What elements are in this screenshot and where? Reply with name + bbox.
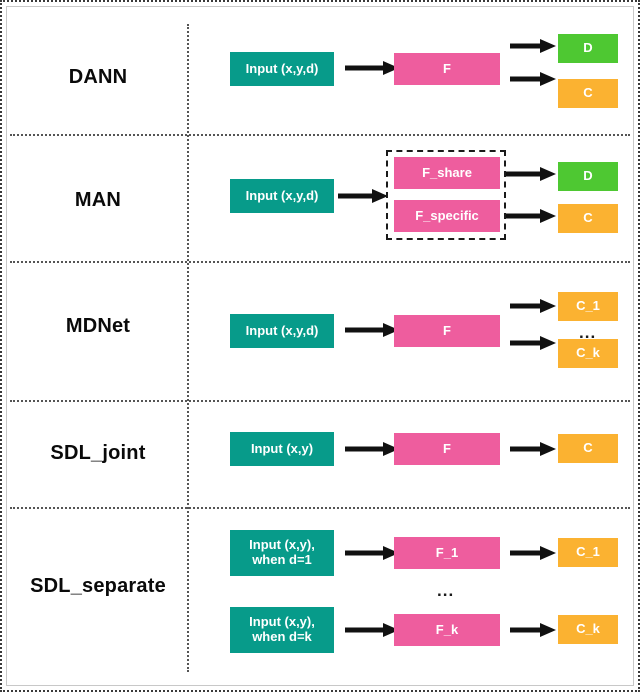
node-label: D	[583, 168, 593, 184]
row-label-man: MAN	[74, 189, 122, 211]
node-mdnet-feature: F	[394, 315, 500, 347]
arrow-mdnet-f-to-c1	[510, 299, 556, 313]
node-sdlsep-feature-first: F_1	[394, 537, 500, 569]
mdnet-ellipsis: ...	[579, 323, 597, 342]
node-dann-input: Input (x,y,d)	[230, 52, 334, 86]
node-sdlsep-input-last: Input (x,y), when d=k	[230, 607, 334, 653]
arrow-sdlsep-input1-to-f1	[345, 546, 399, 560]
row-divider-1	[10, 134, 630, 136]
node-label: F	[443, 322, 451, 338]
node-label: Input (x,y), when d=1	[249, 537, 315, 567]
node-man-input: Input (x,y,d)	[230, 179, 334, 213]
node-man-domain: D	[558, 162, 618, 191]
node-sdlsep-feature-last: F_k	[394, 614, 500, 646]
column-divider	[187, 24, 189, 672]
row-label-sdl-joint: SDL_joint	[50, 442, 146, 464]
node-label: F_share	[422, 164, 472, 180]
sdlsep-ellipsis: ...	[437, 581, 455, 600]
node-sdlsep-input-first: Input (x,y), when d=1	[230, 530, 334, 576]
node-label: Input (x,y), when d=k	[249, 614, 315, 644]
node-label: F_specific	[415, 207, 479, 223]
node-dann-feature: F	[394, 53, 500, 85]
node-sdljoint-input: Input (x,y)	[230, 432, 334, 466]
node-mdnet-classifier-last: C_k	[558, 339, 618, 368]
node-man-classifier: C	[558, 204, 618, 233]
node-label: F	[443, 440, 451, 456]
node-man-feature-specific: F_specific	[394, 200, 500, 232]
arrow-mdnet-input-to-f	[345, 323, 399, 337]
node-label: Input (x,y,d)	[245, 187, 319, 203]
arrow-sdljoint-input-to-f	[345, 442, 399, 456]
arrow-mdnet-f-to-ck	[510, 336, 556, 350]
node-label: C	[583, 85, 593, 101]
node-mdnet-classifier-first: C_1	[558, 292, 618, 321]
node-label: F	[443, 60, 451, 76]
node-man-feature-share: F_share	[394, 157, 500, 189]
node-sdlsep-classifier-first: C_1	[558, 538, 618, 567]
node-label: Input (x,y,d)	[245, 60, 319, 76]
node-label: C_k	[576, 345, 600, 361]
arrow-man-share-to-d	[506, 167, 556, 181]
arrow-sdlsep-fk-to-ck	[510, 623, 556, 637]
arrow-man-specific-to-c	[506, 209, 556, 223]
arrow-sdljoint-f-to-c	[510, 442, 556, 456]
node-label: C_1	[576, 544, 600, 560]
node-sdlsep-classifier-last: C_k	[558, 615, 618, 644]
node-label: Input (x,y,d)	[245, 322, 319, 338]
row-divider-4	[10, 507, 630, 509]
arrow-sdlsep-inputk-to-fk	[345, 623, 399, 637]
node-label: C	[583, 210, 593, 226]
node-label: F_1	[435, 544, 459, 560]
node-dann-classifier: C	[558, 79, 618, 108]
node-label: C_k	[576, 621, 600, 637]
node-sdljoint-classifier: C	[558, 434, 618, 463]
row-divider-2	[10, 261, 630, 263]
node-mdnet-input: Input (x,y,d)	[230, 314, 334, 348]
node-sdljoint-feature: F	[394, 433, 500, 465]
arrow-man-input-to-group	[338, 189, 388, 203]
node-label: Input (x,y)	[250, 440, 314, 456]
node-label: D	[583, 40, 593, 56]
row-label-dann: DANN	[68, 66, 128, 88]
node-dann-domain: D	[558, 34, 618, 63]
node-label: C	[583, 440, 593, 456]
arrow-dann-f-to-c	[510, 72, 556, 86]
arrow-dann-f-to-d	[510, 39, 556, 53]
row-label-mdnet: MDNet	[65, 315, 131, 337]
man-shared-specific-group	[386, 150, 506, 240]
arrow-dann-input-to-f	[345, 61, 399, 75]
arrow-sdlsep-f1-to-c1	[510, 546, 556, 560]
row-label-sdl-separate: SDL_separate	[30, 575, 166, 597]
node-label: C_1	[576, 298, 600, 314]
node-label: F_k	[435, 621, 459, 637]
row-divider-3	[10, 400, 630, 402]
